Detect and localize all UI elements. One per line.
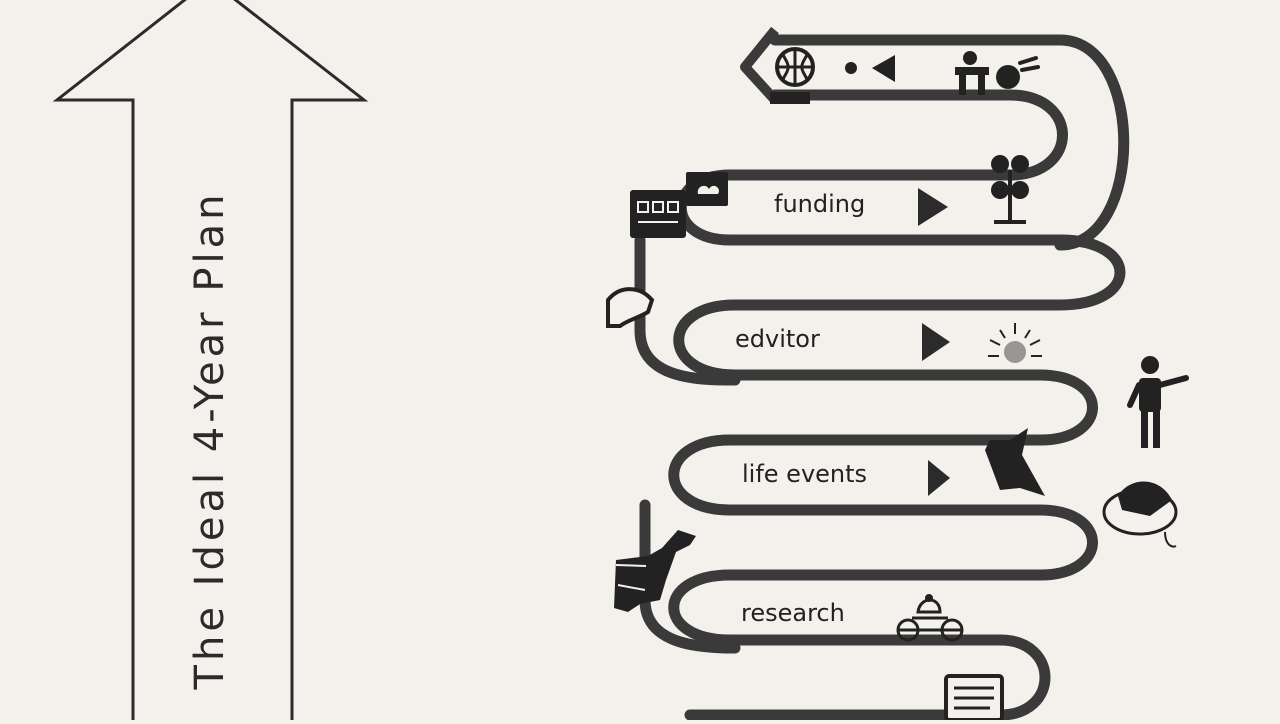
flower-icon bbox=[991, 155, 1029, 224]
road-start-chevron bbox=[740, 26, 779, 104]
plan-title: The Ideal 4-Year Plan bbox=[187, 190, 233, 690]
stage-label-life-events: life events bbox=[742, 460, 868, 488]
arrow-left-icon bbox=[872, 55, 895, 82]
bird-icon bbox=[985, 428, 1045, 496]
stage-arrow-funding bbox=[918, 188, 948, 226]
winding-road-outer bbox=[769, 34, 1130, 251]
winding-road-lower bbox=[639, 499, 741, 654]
stage-label-research: research bbox=[741, 599, 845, 627]
giraffe-icon bbox=[614, 530, 696, 612]
stage-arrow-life-events bbox=[928, 460, 950, 496]
helmet-icon bbox=[1102, 481, 1178, 548]
speech-icon bbox=[996, 56, 1040, 89]
stage-label-edvitor: edvitor bbox=[735, 325, 820, 353]
lectern-speaker-icon bbox=[955, 51, 989, 95]
sun-icon bbox=[988, 323, 1042, 363]
stage-arrow-edvitor bbox=[922, 323, 950, 361]
hands-icon bbox=[606, 287, 655, 328]
document-icon bbox=[944, 674, 1004, 722]
presenter-icon bbox=[1127, 356, 1189, 448]
globe-icon bbox=[770, 47, 815, 104]
dashboard-icon bbox=[630, 190, 686, 238]
dot-icon bbox=[845, 62, 857, 74]
vehicle-icon bbox=[896, 594, 964, 642]
cloud-icon bbox=[686, 172, 728, 206]
stage-label-funding: funding bbox=[774, 190, 866, 218]
winding-road-left bbox=[634, 234, 741, 386]
up-arrow bbox=[52, 0, 369, 720]
